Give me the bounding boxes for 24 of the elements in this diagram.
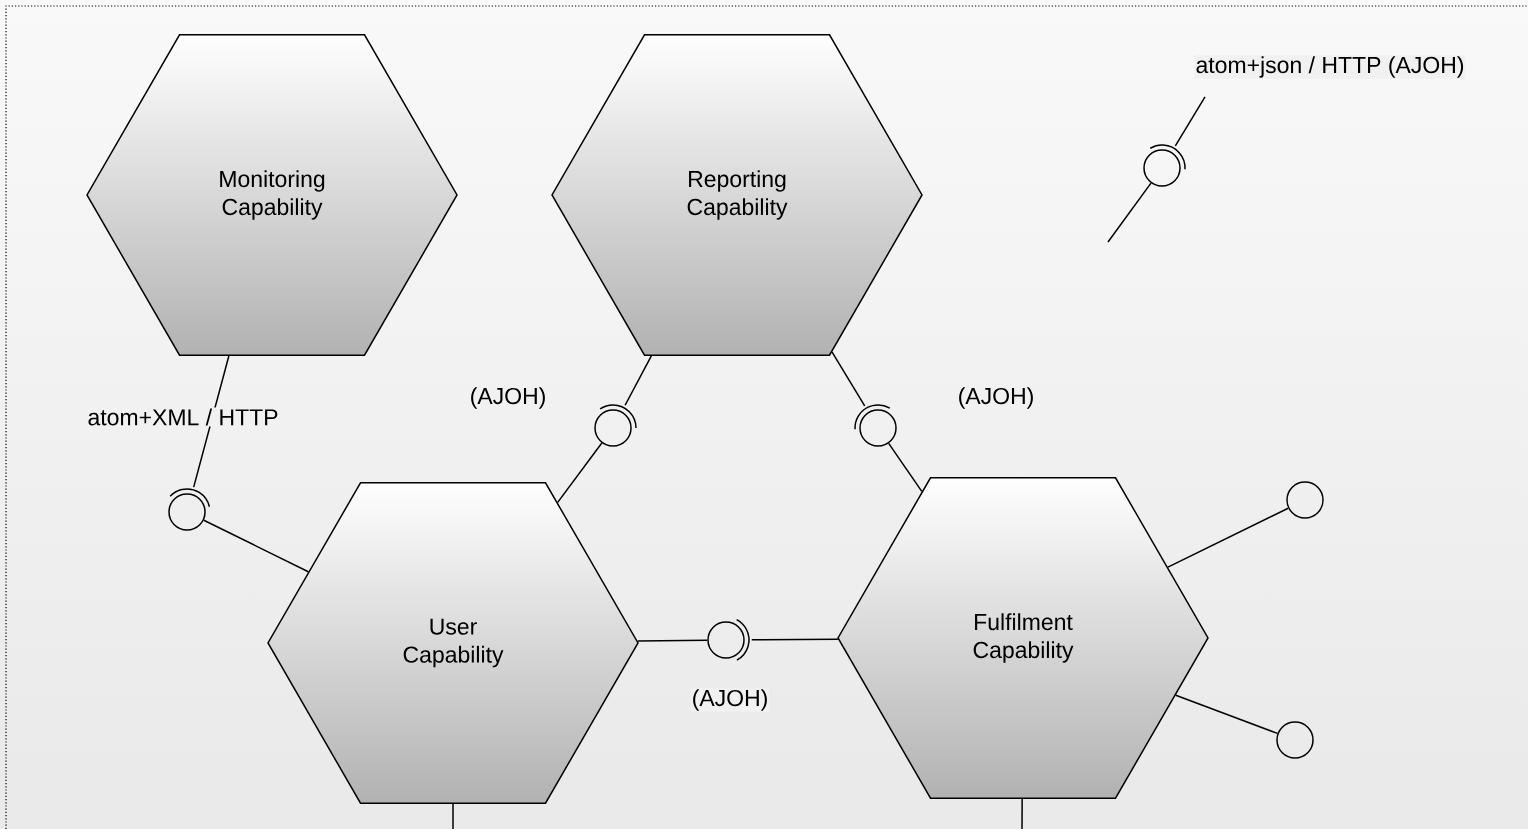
connector-line: [1174, 96, 1206, 147]
socket-symbol: [707, 618, 750, 661]
ball-symbol: [1286, 481, 1324, 519]
connector-line: [887, 442, 923, 493]
connector-line: [1175, 694, 1279, 735]
interface-label: atom+json / HTTP (AJOH): [1194, 55, 1466, 79]
connector-line: [1021, 798, 1023, 829]
connector-line: [751, 638, 839, 641]
connector-line: [203, 519, 310, 573]
connector-line: [452, 803, 454, 829]
socket-symbol: [854, 404, 897, 447]
connector-line: [637, 639, 708, 642]
connector-line: [831, 351, 866, 407]
socket-symbol: [594, 404, 637, 447]
interface-label: (AJOH): [956, 386, 1036, 410]
interface-label: (AJOH): [690, 688, 770, 712]
connector-line: [1107, 182, 1152, 243]
interface-label: (AJOH): [468, 386, 548, 410]
socket-symbol: [168, 488, 211, 531]
connector-line: [1167, 507, 1289, 568]
ball-symbol: [1276, 721, 1314, 759]
socket-symbol: [1143, 144, 1186, 187]
connector-line: [556, 442, 603, 504]
connector-line: [624, 355, 653, 406]
